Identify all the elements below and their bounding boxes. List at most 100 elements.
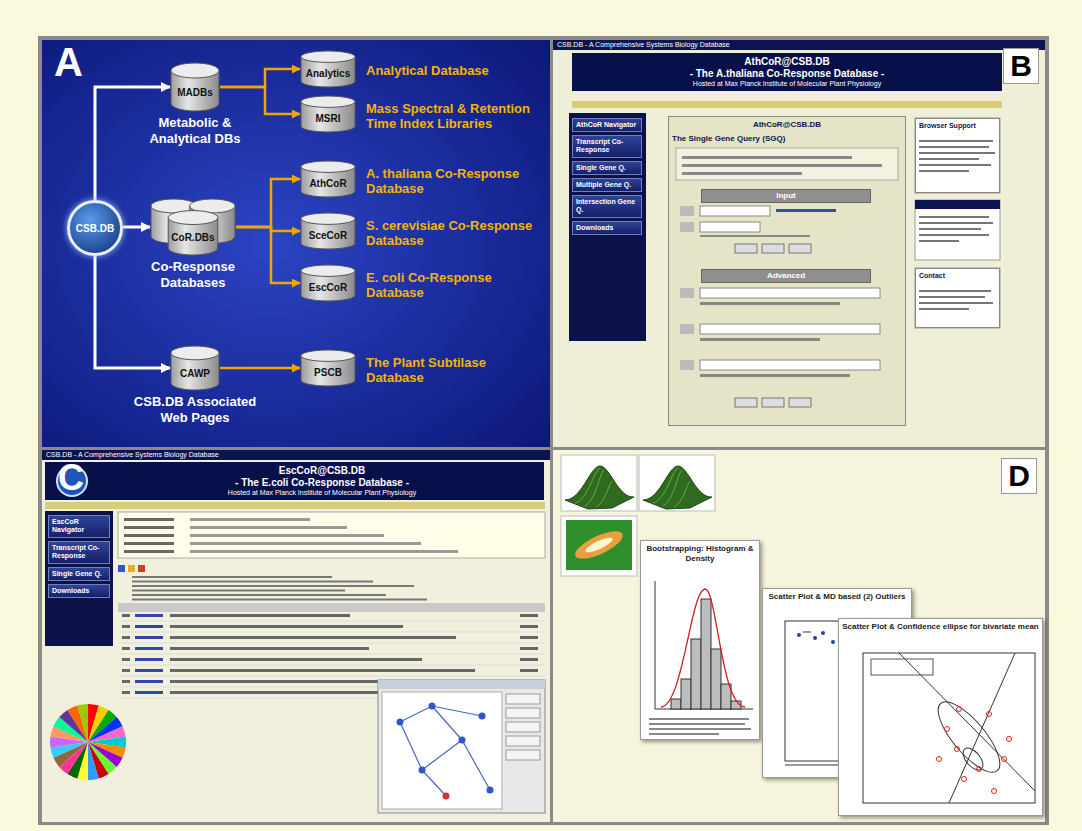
content-box: Browser Support bbox=[915, 118, 1000, 193]
panel-letter: D bbox=[1001, 458, 1037, 494]
line-shape bbox=[118, 654, 545, 655]
database-caption: S. cerevisiae Co-Response Database bbox=[366, 218, 541, 249]
ellipse-shape bbox=[301, 265, 355, 276]
rect-shape bbox=[639, 455, 715, 511]
nav-button: Single Gene Q. bbox=[572, 161, 642, 175]
site-banner: CSB.DB - A Comprehensive Systems Biology… bbox=[557, 41, 730, 49]
database-cylinder-node: AnalyticsAnalytical Database bbox=[300, 50, 541, 88]
rect-shape bbox=[170, 614, 350, 617]
rect-shape bbox=[135, 614, 163, 617]
rect-shape bbox=[561, 516, 637, 576]
circle-shape bbox=[443, 793, 450, 800]
flow-arrow bbox=[220, 87, 300, 114]
nav-button: Transcript Co-Response bbox=[572, 135, 642, 158]
nav-button: Downloads bbox=[48, 584, 110, 598]
header-text: - The A.thaliana Co-Response Database - bbox=[576, 68, 998, 80]
rect-shape bbox=[170, 669, 475, 672]
rect-shape bbox=[711, 649, 721, 709]
circle-shape bbox=[992, 789, 997, 794]
circle-shape bbox=[977, 767, 982, 772]
rect-shape bbox=[128, 565, 135, 572]
rect-shape bbox=[569, 113, 646, 341]
circle-shape bbox=[821, 631, 825, 635]
database-name: AthCoR bbox=[309, 178, 346, 189]
rect-shape bbox=[789, 244, 811, 253]
button-text: Single Gene Q. bbox=[52, 570, 106, 578]
rect-shape bbox=[735, 244, 757, 253]
circle-shape bbox=[813, 636, 817, 640]
rect-shape bbox=[919, 228, 981, 230]
circle-shape bbox=[797, 633, 801, 637]
rect-shape bbox=[124, 542, 174, 545]
box-text: Contact bbox=[919, 272, 996, 280]
circle-shape bbox=[945, 727, 950, 732]
rect-shape bbox=[42, 450, 550, 822]
rect-shape bbox=[919, 152, 995, 154]
button-text: Downloads bbox=[52, 587, 106, 595]
plot-illustration bbox=[839, 619, 1042, 815]
rect-shape bbox=[132, 585, 414, 587]
circle-shape bbox=[937, 757, 942, 762]
line-shape bbox=[432, 706, 482, 716]
rect-shape bbox=[915, 268, 1000, 328]
path-shape bbox=[575, 468, 612, 507]
section-band: Input bbox=[701, 189, 871, 203]
flow-arrow bbox=[220, 69, 300, 87]
nav-button: AthCoR Navigator bbox=[572, 118, 642, 132]
rect-shape bbox=[919, 140, 993, 142]
rect-shape bbox=[700, 324, 880, 334]
database-caption: A. thaliana Co-Response Database bbox=[366, 166, 541, 197]
rect-shape bbox=[553, 40, 1045, 447]
line-shape bbox=[118, 632, 545, 633]
circle-shape bbox=[955, 747, 960, 752]
text-slot: SceCoR bbox=[300, 220, 356, 250]
header-text: - The E.coli Co-Response Database - bbox=[104, 477, 540, 489]
button-text: AthCoR Navigator bbox=[576, 121, 638, 129]
ellipse-shape bbox=[959, 745, 986, 774]
text-slot: D bbox=[1001, 458, 1037, 494]
rect-shape bbox=[700, 206, 770, 216]
database-cylinder bbox=[150, 198, 236, 256]
database-circle: CSB.DB bbox=[67, 200, 123, 256]
circle-shape bbox=[397, 719, 404, 726]
box-text: Browser Support bbox=[919, 122, 996, 130]
rect-shape bbox=[700, 222, 760, 232]
rect-shape bbox=[506, 750, 540, 760]
rect-shape bbox=[680, 206, 694, 216]
path-shape bbox=[653, 468, 690, 507]
rect-shape bbox=[561, 455, 637, 511]
line-shape bbox=[422, 740, 462, 770]
rect-shape bbox=[122, 658, 130, 661]
rect-shape bbox=[682, 172, 802, 175]
database-name: MADBs bbox=[177, 87, 213, 98]
rect-shape bbox=[124, 550, 174, 553]
nav-button: Multiple Gene Q. bbox=[572, 178, 642, 192]
rect-shape bbox=[700, 374, 850, 377]
database-caption: Metabolic & Analytical DBs bbox=[133, 115, 257, 146]
rect-shape bbox=[190, 518, 310, 521]
line-shape bbox=[118, 676, 545, 677]
circle-shape bbox=[957, 707, 962, 712]
rect-shape bbox=[919, 216, 989, 218]
rect-shape bbox=[915, 200, 1000, 209]
rect-shape bbox=[680, 324, 694, 334]
content-box: AthCoR@CSB.DBThe Single Gene Query (SGQ)… bbox=[668, 116, 906, 426]
text-slot: S. cerevisiae Co-Response Database bbox=[366, 218, 541, 249]
database-label: CSB.DB bbox=[76, 223, 114, 234]
button-text: EscCoR Navigator bbox=[52, 518, 106, 535]
database-caption: E. coli Co-Response Database bbox=[366, 270, 541, 301]
rect-shape bbox=[190, 542, 421, 545]
panel-letter: C bbox=[58, 460, 84, 496]
database-name: EscCoR bbox=[309, 282, 347, 293]
flow-arrow bbox=[236, 179, 300, 227]
rect-shape bbox=[382, 692, 502, 809]
rect-shape bbox=[919, 146, 989, 148]
rect-shape bbox=[803, 631, 811, 633]
site-banner: CSB.DB - A Comprehensive Systems Biology… bbox=[46, 451, 219, 459]
text-slot: CAWP bbox=[170, 355, 220, 391]
rect-shape bbox=[649, 728, 751, 730]
rect-shape bbox=[170, 658, 422, 661]
text-slot: PSCB bbox=[300, 357, 356, 387]
rect-shape bbox=[506, 722, 540, 732]
plot-title: Bootstrapping: Histogram & Density bbox=[641, 541, 759, 566]
